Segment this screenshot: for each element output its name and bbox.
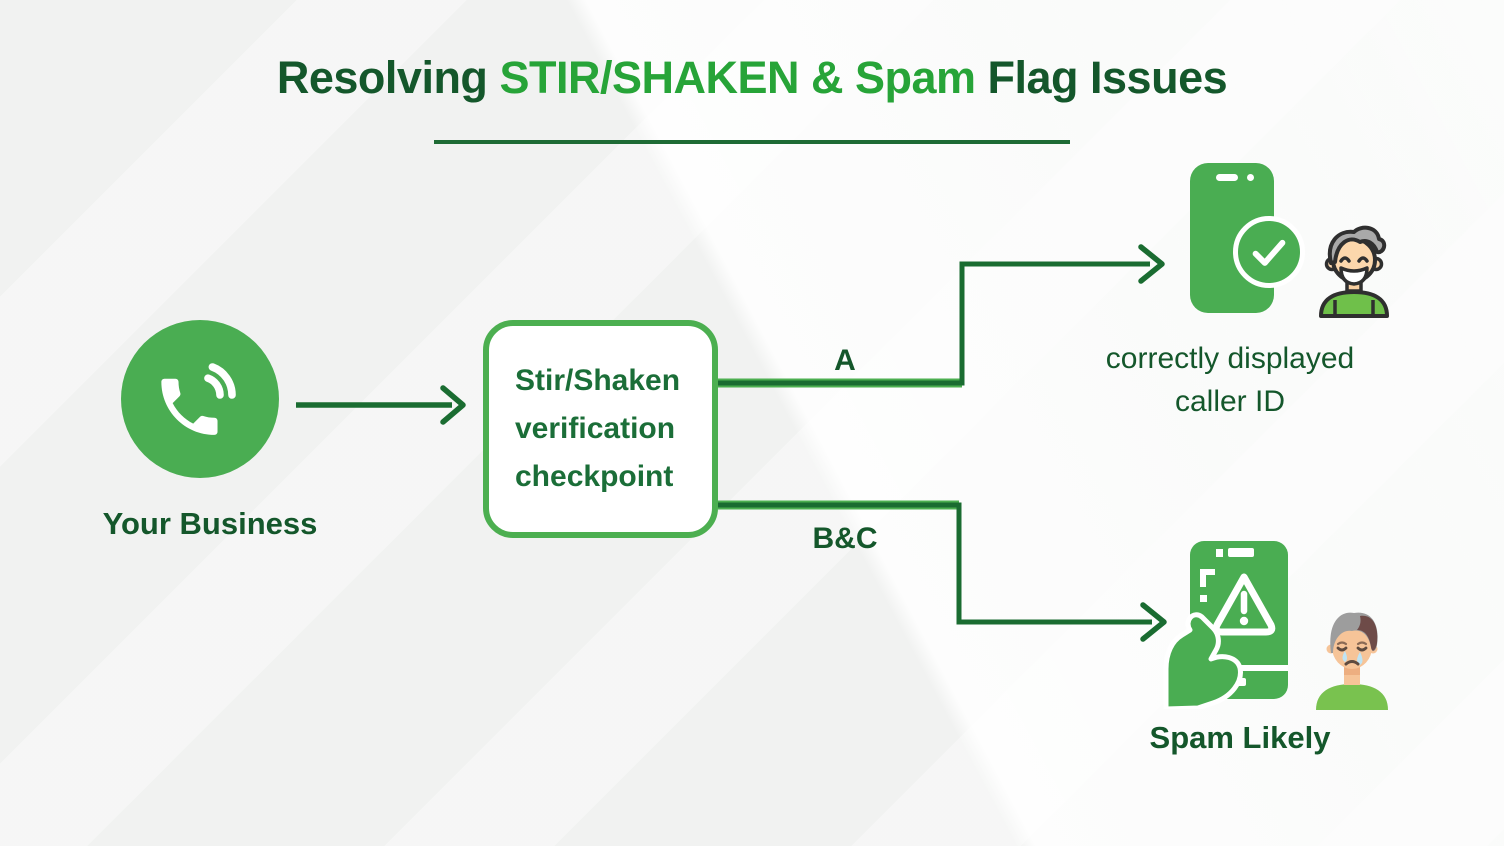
phone-camera-dot — [1247, 174, 1254, 181]
checkpoint-line-1: Stir/Shaken — [515, 364, 681, 397]
checkpoint-line-2: verification — [515, 412, 676, 445]
check-mark — [1252, 239, 1286, 266]
hand-shape — [1163, 612, 1243, 709]
title-prefix: Resolving — [276, 52, 500, 103]
edge-pass-line — [718, 261, 1150, 386]
edge-label-pass: A — [834, 344, 856, 377]
checkpoint-box: Stir/Shaken verification checkpoint — [483, 320, 718, 538]
phone-call-icon — [161, 363, 236, 435]
business-label: Your Business — [102, 506, 318, 541]
page-title: Resolving STIR/SHAKEN & Spam Flag Issues — [0, 52, 1504, 104]
edge-business-arrowhead — [440, 385, 466, 425]
pass-caption-line-1: correctly displayed — [1105, 342, 1355, 375]
edge-fail-line — [718, 502, 1152, 625]
title-suffix: Flag Issues — [975, 52, 1228, 103]
sad-caller-icon — [1316, 612, 1388, 710]
title-underline — [434, 140, 1070, 144]
checkpoint-line-3: checkpoint — [515, 460, 674, 493]
pass-caption-line-2: caller ID — [1174, 385, 1286, 418]
check-badge-icon — [1233, 216, 1305, 288]
fail-caption: Spam Likely — [1149, 720, 1331, 755]
edge-fail-arrowhead — [1140, 602, 1167, 642]
pass-caption: correctly displayed caller ID — [1055, 337, 1405, 423]
title-highlight: STIR/SHAKEN & Spam — [499, 52, 976, 103]
edge-pass-arrowhead — [1138, 244, 1165, 284]
business-node — [121, 320, 279, 478]
spam-phone-hand-icon — [1163, 541, 1288, 709]
happy-caller-icon — [1319, 225, 1389, 318]
edge-label-fail: B&C — [812, 522, 878, 555]
phone-speaker — [1216, 174, 1238, 181]
